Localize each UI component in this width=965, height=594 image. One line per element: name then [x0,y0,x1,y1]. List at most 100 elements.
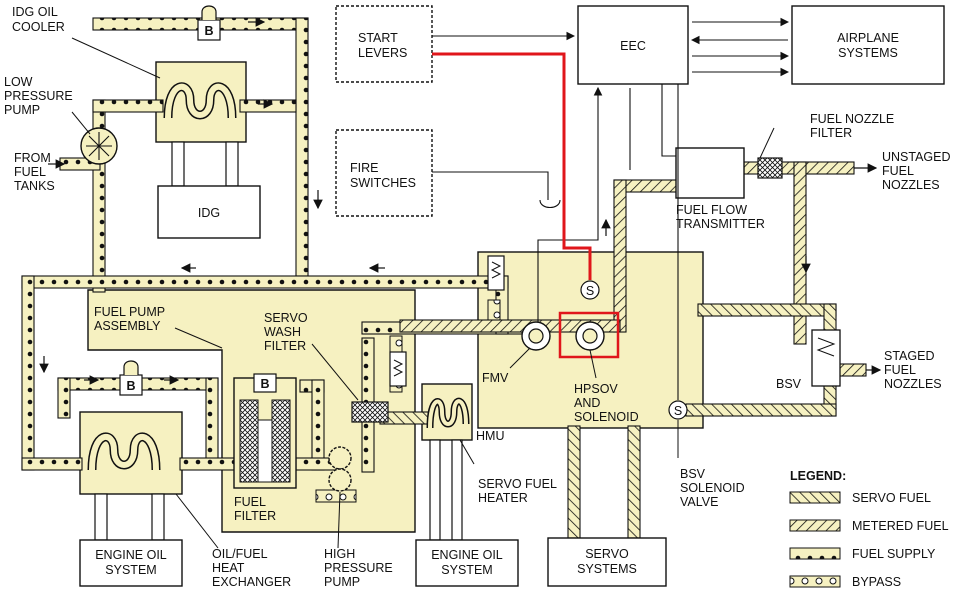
hmu-bypass-valve [487,255,505,291]
engine-oil-right-label-1: ENGINE OIL [431,548,503,562]
engine-oil-left-label-2: SYSTEM [105,563,156,577]
bsv-solenoid: S [668,400,688,420]
bsv-solenoid-valve-label-1: BSV [680,467,706,481]
legend-title: LEGEND: [790,469,846,483]
engine-oil-system-left-box [79,539,183,587]
fire-switches-label-2: SWITCHES [350,176,416,190]
fuel-filter-symbol: B [233,373,297,489]
hpsov-highlight [558,311,620,359]
low-pressure-pump-label-1: LOW [4,75,33,89]
fuel-flow-transmitter-box [675,147,745,199]
bsv-label: BSV [776,377,802,391]
legend-item-metered-fuel: METERED FUEL [852,519,949,533]
idg-oil-cooler-label-2: COOLER [12,20,65,34]
legend-item-bypass: BYPASS [852,575,901,589]
start-levers-box [335,5,433,83]
fuel-pump-assembly-label-1: FUEL PUMP [94,305,165,319]
servo-fuel-heater-label-1: SERVO FUEL [478,477,557,491]
airplane-systems-label-2: SYSTEMS [838,46,898,60]
legend-item-fuel-supply: FUEL SUPPLY [852,547,936,561]
airplane-systems-box [791,5,945,85]
unstaged-fuel-nozzles-label-3: NOZZLES [882,178,940,192]
high-pressure-pump-label-3: PUMP [324,575,360,589]
fuel-nozzle-filter-label-1: FUEL NOZZLE [810,112,894,126]
eec-label: EEC [620,39,646,53]
fuel-pump-assembly-label-2: ASSEMBLY [94,319,161,333]
servo-wash-filter-symbol [351,401,389,423]
legend-swatch-bypass [789,575,841,588]
fuel-filter-label-1: FUEL [234,495,266,509]
svg-text:B: B [204,24,213,38]
servo-wash-filter-label-2: WASH [264,325,301,339]
fuel-nozzle-filter-symbol [757,157,783,179]
servo-wash-filter-label-3: FILTER [264,339,306,353]
bsv-symbol [811,329,841,387]
hpsov-solenoid: S [580,280,600,300]
servo-fuel-heater-label-2: HEATER [478,491,528,505]
servo-systems-label-1: SERVO [585,547,629,561]
low-pressure-pump-label-2: PRESSURE [4,89,73,103]
servo-systems-box [547,537,667,587]
legend-item-servo-fuel: SERVO FUEL [852,491,931,505]
oil-fuel-heat-exchanger-label-2: HEAT [212,561,245,575]
high-pressure-pump-label-1: HIGH [324,547,355,561]
svg-text:B: B [126,379,135,393]
fuel-filter-label-2: FILTER [234,509,276,523]
hpsov-symbol [575,321,605,351]
diagram-labels: IDG OIL COOLER LOW PRESSURE PUMP FROM FU… [4,5,951,589]
fuel-nozzle-filter-label-2: FILTER [810,126,852,140]
from-fuel-tanks-label-2: FUEL [14,165,46,179]
unstaged-fuel-nozzles-label-1: UNSTAGED [882,150,951,164]
fuel-flow-transmitter-label-2: TRANSMITTER [676,217,765,231]
fmv-label: FMV [482,371,509,385]
bsv-solenoid-valve-label-3: VALVE [680,495,718,509]
idg-label: IDG [198,206,220,220]
leader-lines [71,37,775,549]
from-fuel-tanks-label-3: TANKS [14,179,55,193]
servo-fuel-pipes [379,303,837,539]
bsv-solenoid-valve-label-2: SOLENOID [680,481,745,495]
servo-systems-label-2: SYSTEMS [577,562,637,576]
oil-fuel-heat-exchanger-label-3: EXCHANGER [212,575,291,589]
idg-bypass-valve: B [197,5,221,41]
fmv-symbol [521,321,551,351]
staged-fuel-nozzles-label-1: STAGED [884,349,934,363]
support-lines [94,141,463,541]
legend-swatch-metered-fuel [789,519,841,532]
fire-switches-label-1: FIRE [350,161,378,175]
start-levers-label-2: LEVERS [358,46,407,60]
pressure-relief-valve [389,351,407,387]
svg-text:B: B [260,377,269,391]
hpsov-label-2: AND [574,396,600,410]
high-pressure-pump-label-2: PRESSURE [324,561,393,575]
hmu-label: HMU [476,429,504,443]
low-pressure-pump-symbol [80,127,118,165]
engine-oil-right-label-2: SYSTEM [441,563,492,577]
legend-swatch-servo-fuel [789,491,841,504]
fuel-flow-transmitter-label-1: FUEL FLOW [676,203,747,217]
servo-wash-filter-label-1: SERVO [264,311,308,325]
airplane-systems-label-1: AIRPLANE [837,31,899,45]
engine-oil-left-label-1: ENGINE OIL [95,548,167,562]
legend-swatch-fuel-supply [789,547,841,560]
from-fuel-tanks-label-1: FROM [14,151,51,165]
eec-box [577,5,689,85]
high-pressure-pump-symbol [328,446,352,492]
staged-fuel-nozzles-label-3: NOZZLES [884,377,942,391]
idg-box [157,185,261,239]
svg-text:S: S [586,284,594,298]
fire-switches-box [335,129,433,217]
staged-fuel-nozzles-label-2: FUEL [884,363,916,377]
oil-fuel-heat-exchanger-label-1: OIL/FUEL [212,547,268,561]
unstaged-fuel-nozzles-label-2: FUEL [882,164,914,178]
start-lever-signal-highlight [432,52,592,280]
heat-exchanger-bypass-valve: B [119,360,143,396]
signal-lines [432,17,790,400]
flow-arrows [39,17,882,385]
low-pressure-pump-label-3: PUMP [4,103,40,117]
hpsov-label-1: HPSOV [574,382,618,396]
start-levers-label-1: START [358,31,398,45]
hpsov-label-3: SOLENOID [574,410,639,424]
legend: LEGEND: SERVO FUEL METERED FUEL FUEL SUP… [789,469,949,589]
